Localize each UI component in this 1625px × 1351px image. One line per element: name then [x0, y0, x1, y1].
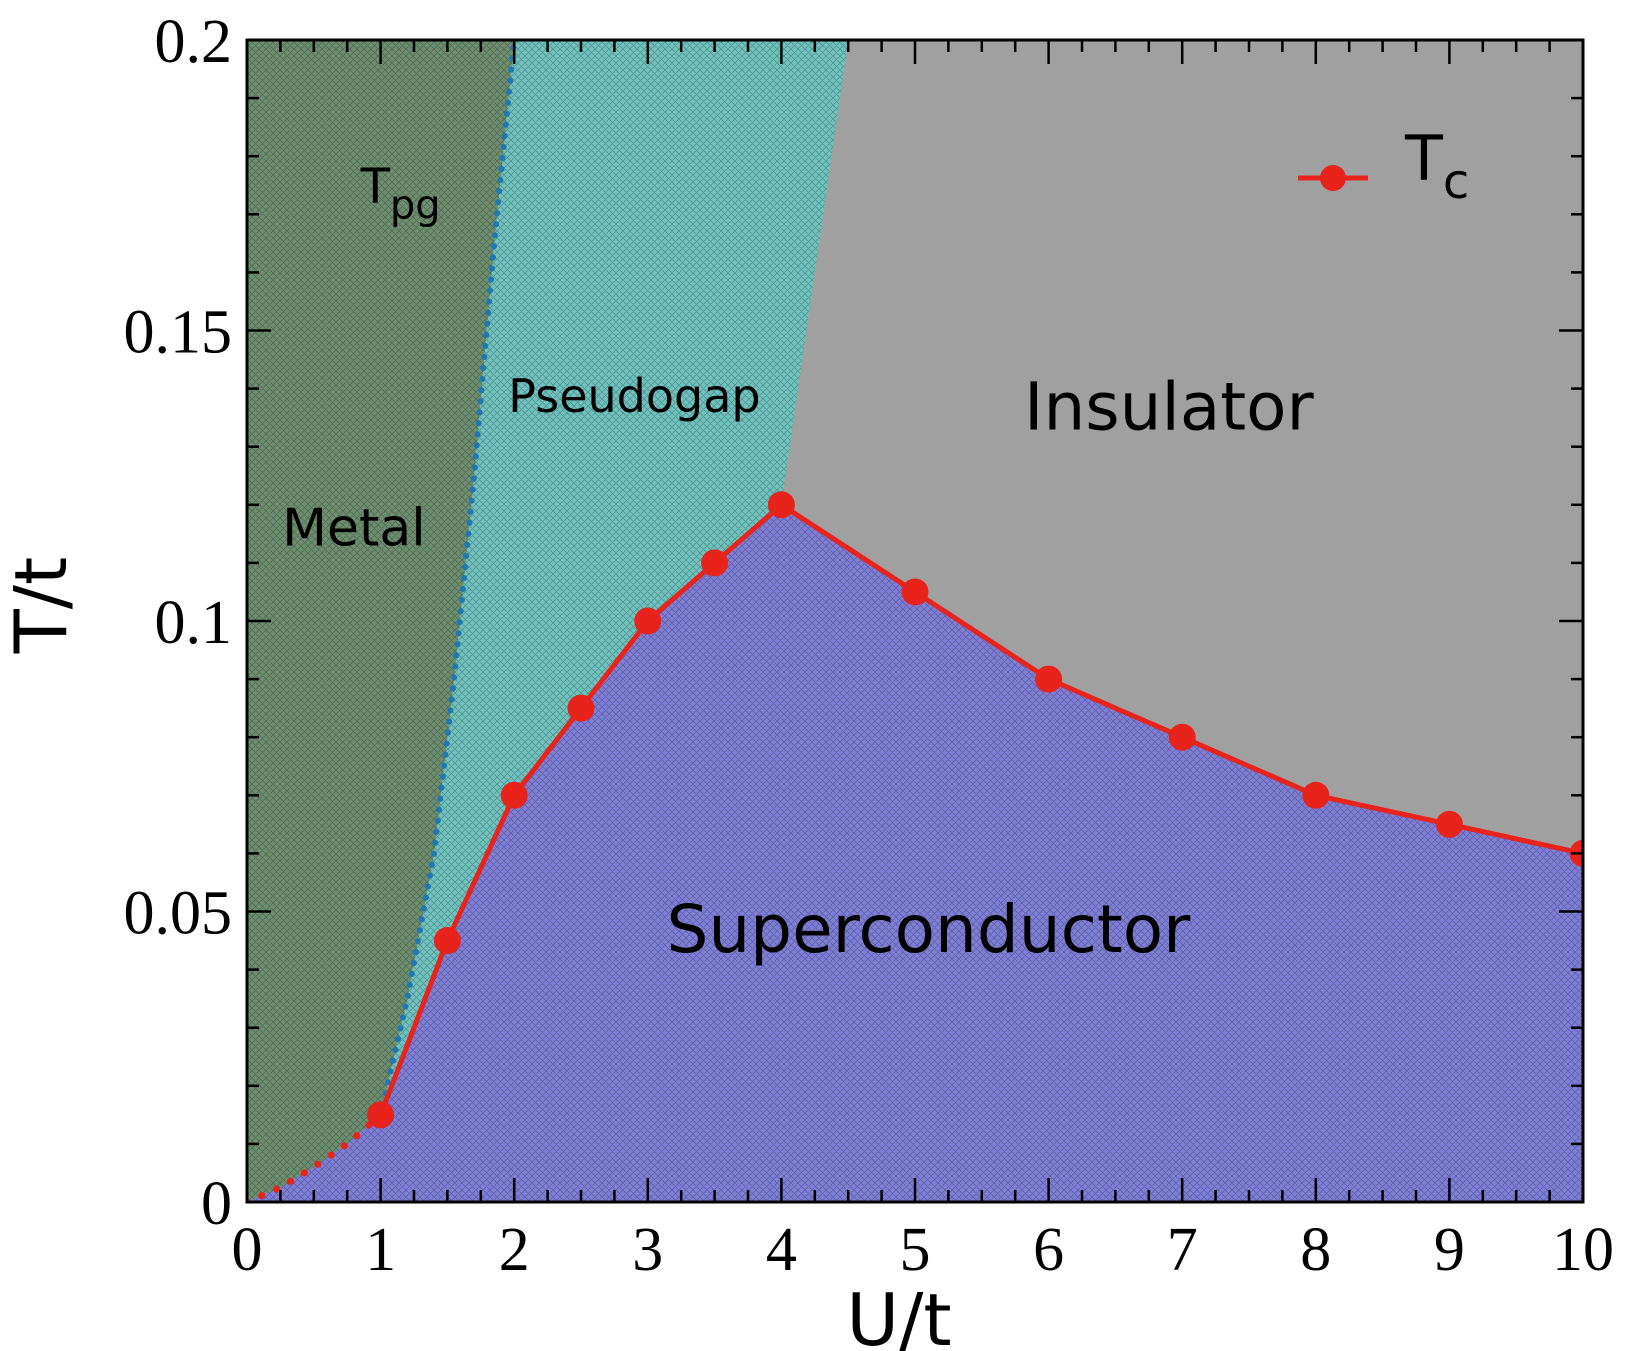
tc-point-4	[634, 607, 662, 635]
superconductor-hatch	[247, 504, 1583, 1202]
tc-point-11	[1435, 810, 1463, 838]
x-tick-label-3: 3	[632, 1216, 663, 1284]
x-tick-label-1: 1	[365, 1216, 396, 1284]
legend-tc-label: Tc	[1404, 122, 1469, 210]
y-tick-label-0.2: 0.2	[155, 8, 233, 76]
x-tick-label-5: 5	[900, 1216, 931, 1284]
tc-point-0	[367, 1101, 395, 1129]
x-tick-label-9: 9	[1434, 1216, 1465, 1284]
tc-point-8	[1035, 665, 1063, 693]
insulator-label: Insulator	[1024, 368, 1315, 445]
y-tick-label-0.1: 0.1	[155, 589, 233, 657]
legend-tc-subscript: c	[1443, 154, 1469, 210]
metal-hatch	[247, 40, 515, 1202]
y-tick-label-0.05: 0.05	[124, 880, 233, 948]
x-axis-label: U/t	[846, 1278, 951, 1351]
x-tick-label-7: 7	[1167, 1216, 1198, 1284]
y-axis-label: T/t	[0, 557, 83, 654]
tc-point-10	[1302, 781, 1330, 809]
x-tick-label-2: 2	[499, 1216, 530, 1284]
y-tick-label-0.15: 0.15	[124, 299, 233, 367]
insulator-label-text: Insulator	[1024, 368, 1315, 445]
y-tick-label-0: 0	[201, 1170, 232, 1238]
tc-point-3	[567, 694, 595, 722]
tpg-label-subscript: pg	[390, 183, 441, 229]
legend: Tc	[1298, 122, 1469, 210]
tc-point-9	[1168, 723, 1196, 751]
phase-regions	[247, 40, 1583, 1202]
tc-point-5	[701, 549, 729, 577]
superconductor-label: Superconductor	[666, 891, 1191, 968]
tpg-dotted-line	[377, 40, 518, 1118]
metal-label: Metal	[282, 498, 426, 558]
data-series	[247, 40, 1583, 1202]
x-tick-label-0: 0	[232, 1216, 263, 1284]
tc-point-7	[901, 578, 929, 606]
tc-point-1	[433, 927, 461, 955]
pseudogap-label: Pseudogap	[508, 369, 760, 423]
tc-point-2	[500, 781, 528, 809]
tpg-label: Tpg	[360, 159, 441, 229]
tc-low-dotted-line	[247, 1111, 385, 1202]
metal-label-text: Metal	[282, 498, 426, 558]
pseudogap-hatch	[380, 40, 849, 1115]
x-tick-label-10: 10	[1552, 1216, 1614, 1284]
pseudogap-label-text: Pseudogap	[508, 369, 760, 423]
tc-point-6	[767, 491, 795, 519]
legend-tc-marker	[1320, 165, 1346, 191]
x-tick-label-6: 6	[1033, 1216, 1064, 1284]
x-tick-label-4: 4	[766, 1216, 797, 1284]
tpg-label-text: T	[360, 159, 391, 215]
legend-tc-name: T	[1404, 122, 1444, 195]
axis-ticks: 0 1 2 3 4 5 6 7 8 9 10 0 0.05 0.1 0.15 0.2	[124, 8, 1615, 1284]
x-tick-label-8: 8	[1300, 1216, 1331, 1284]
superconductor-label-text: Superconductor	[666, 891, 1191, 968]
